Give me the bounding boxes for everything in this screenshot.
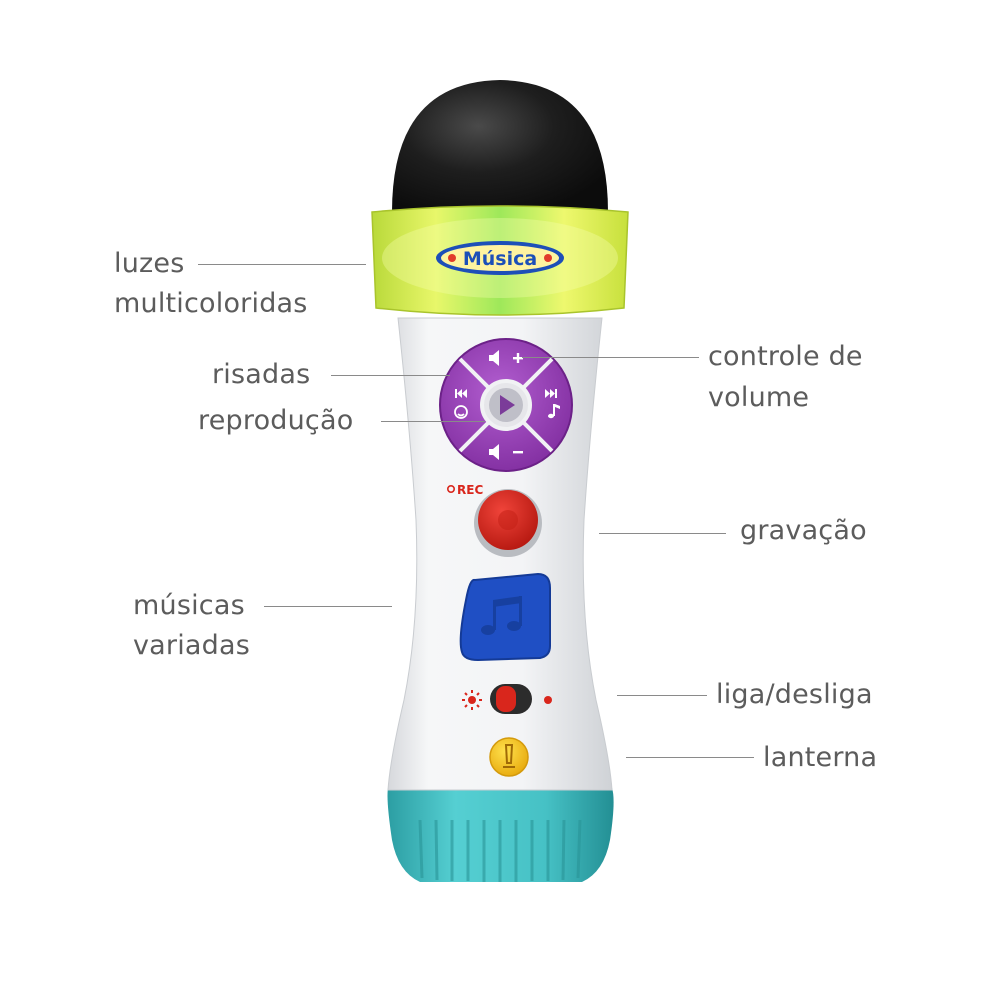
power-switch[interactable] (490, 684, 532, 714)
microphone-dome (392, 80, 608, 212)
previous-track-icon (455, 389, 467, 398)
volume-dpad (439, 338, 573, 472)
musica-badge-text: Música (463, 248, 537, 270)
power-dot-icon (544, 696, 552, 704)
musica-badge (436, 241, 564, 275)
label-luzes-line2: multicoloridas (114, 288, 308, 319)
leader-musicas (264, 606, 392, 607)
leader-risadas (331, 375, 450, 376)
rec-dot-icon (446, 484, 455, 493)
lantern-button[interactable] (489, 737, 529, 777)
label-musicas-line2: variadas (133, 630, 251, 661)
leader-luzes (198, 264, 366, 265)
label-risadas: risadas (212, 359, 311, 390)
label-volume-line2: volume (708, 382, 810, 413)
laugh-face-icon (454, 405, 468, 419)
leader-liga (617, 695, 707, 696)
label-gravacao: gravação (740, 515, 867, 546)
music-note-icon (481, 596, 522, 635)
volume-down-icon (489, 444, 523, 460)
teal-base (387, 788, 614, 882)
music-button[interactable] (459, 572, 551, 662)
leader-lanterna (626, 757, 754, 758)
label-liga-desliga: liga/desliga (716, 679, 873, 710)
music-note-small-icon (548, 404, 560, 419)
label-volume-line1: controle de (708, 341, 863, 372)
leader-reproducao (381, 421, 485, 422)
label-luzes-line1: luzes (114, 248, 185, 279)
volume-up-icon (489, 350, 523, 366)
leader-gravacao (599, 533, 726, 534)
sun-icon (462, 690, 482, 710)
label-lanterna: lanterna (763, 742, 878, 773)
next-track-icon (545, 389, 557, 398)
record-button[interactable] (474, 489, 542, 557)
flashlight-icon (503, 744, 515, 768)
rec-label: REC (457, 483, 483, 497)
label-reproducao: reprodução (198, 405, 354, 436)
label-musicas-line1: músicas (133, 590, 245, 621)
leader-volume (522, 357, 699, 358)
